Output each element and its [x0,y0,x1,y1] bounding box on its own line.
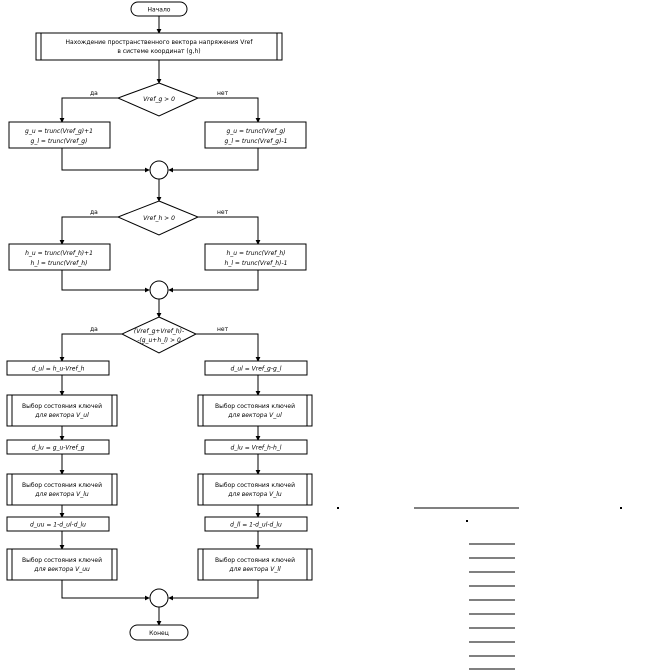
left-step1-label: d_ul = h_u-Vref_h [32,366,85,373]
start-label: Начало [148,7,171,14]
init-process-line1: Нахождение пространственного вектора нап… [66,39,254,46]
decision-g-yes: да [90,90,98,97]
connectors [59,16,261,626]
decision-sum-line2: -(g_u+h_l) > 0 [137,337,181,344]
merge-node-2 [149,280,169,300]
init-process-box: Нахождение пространственного вектора нап… [35,32,283,61]
h-no-line2: h_l = trunc(Vref_h)-1 [225,260,288,267]
decision-g-no: нет [217,90,229,97]
left-select3-box: Выбор состояния ключей для вектора V_uu [6,548,118,581]
decision-sum: (Vref_g+Vref_h)- -(g_u+h_l) > 0 [120,316,198,354]
right-select1-line1: Выбор состояния ключей [215,403,295,410]
g-yes-box: g_u = trunc(Vref_g)+1 g_l = trunc(Vref_g… [8,121,111,149]
right-step2-label: d_lu = Vref_h-h_l [231,445,282,452]
layout-artifacts [337,507,622,670]
h-no-box: h_u = trunc(Vref_h) h_l = trunc(Vref_h)-… [204,243,307,271]
merge-node-1 [149,160,169,180]
g-yes-line1: g_u = trunc(Vref_g)+1 [25,128,93,135]
left-select1-box: Выбор состояния ключей для вектора V_ul [6,394,118,427]
right-select3-line2: для вектора V_ll [228,566,281,573]
decision-sum-yes: да [90,326,98,333]
left-select3-line1: Выбор состояния ключей [22,557,102,564]
end-label: Конец [149,630,169,637]
right-select2-line1: Выбор состояния ключей [215,482,295,489]
merge-node-3 [149,588,169,608]
init-process-line2: в системе координат (g,h) [117,48,200,55]
right-select3-line1: Выбор состояния ключей [215,557,295,564]
right-select2-line2: для вектора V_lu [227,491,282,498]
end-terminal: Конец [129,624,189,641]
decision-g-label: Vref_g > 0 [143,96,175,103]
left-step2-label: d_lu = g_u-Vref_g [32,445,85,452]
right-step3-label: d_ll = 1-d_ul-d_lu [230,522,282,529]
decision-sum-line1: (Vref_g+Vref_h)- [134,328,184,335]
decision-g: Vref_g > 0 [116,82,200,117]
left-select2-line2: для вектора V_lu [34,491,89,498]
decision-h-label: Vref_h > 0 [143,215,175,222]
left-select1-line1: Выбор состояния ключей [22,403,102,410]
g-no-line2: g_l = trunc(Vref_g)-1 [225,138,288,145]
right-step2-box: d_lu = Vref_h-h_l [204,439,308,455]
right-select1-box: Выбор состояния ключей для вектора V_ul [197,394,313,427]
h-yes-box: h_u = trunc(Vref_h)+1 h_l = trunc(Vref_h… [8,243,111,271]
left-step3-box: d_uu = 1-d_ul-d_lu [6,516,110,532]
decision-h-no: нет [217,209,229,216]
right-select3-box: Выбор состояния ключей для вектора V_ll [197,548,313,581]
decision-h: Vref_h > 0 [116,200,200,236]
right-step3-box: d_ll = 1-d_ul-d_lu [204,516,308,532]
g-yes-line2: g_l = trunc(Vref_g) [31,138,88,145]
decision-sum-no: нет [217,326,229,333]
g-no-box: g_u = trunc(Vref_g) g_l = trunc(Vref_g)-… [204,121,307,149]
right-select1-line2: для вектора V_ul [227,412,282,419]
h-yes-line1: h_u = trunc(Vref_h)+1 [25,250,93,257]
left-select2-line1: Выбор состояния ключей [22,482,102,489]
left-select1-line2: для вектора V_ul [34,412,89,419]
left-step1-box: d_ul = h_u-Vref_h [6,360,110,376]
left-select2-box: Выбор состояния ключей для вектора V_lu [6,473,118,506]
decision-h-yes: да [90,209,98,216]
start-terminal: Начало [130,1,188,17]
left-select3-line2: для вектора V_uu [33,566,90,573]
h-no-line1: h_u = trunc(Vref_h) [226,250,285,257]
right-select2-box: Выбор состояния ключей для вектора V_lu [197,473,313,506]
h-yes-line2: h_l = trunc(Vref_h) [31,260,88,267]
left-step3-label: d_uu = 1-d_ul-d_lu [30,522,86,529]
right-step1-label: d_ul = Vref_g-g_l [231,366,282,373]
left-step2-box: d_lu = g_u-Vref_g [6,439,110,455]
right-step1-box: d_ul = Vref_g-g_l [204,360,308,376]
g-no-line1: g_u = trunc(Vref_g) [226,128,285,135]
